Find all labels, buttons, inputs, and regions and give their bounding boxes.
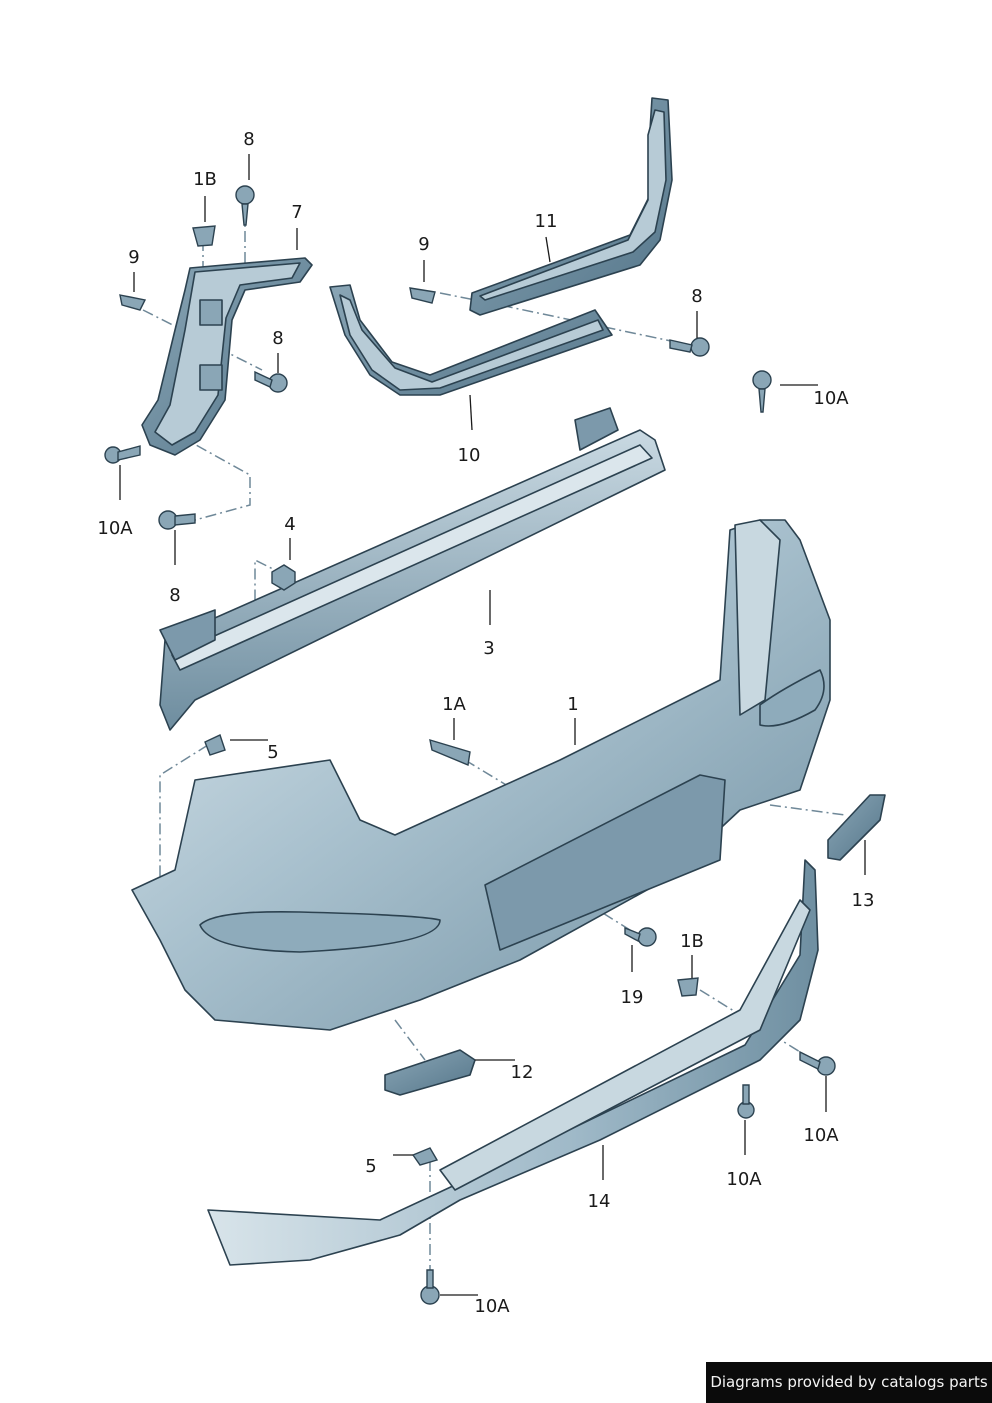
callout-10a: 10A xyxy=(726,1169,762,1190)
callout-8: 8 xyxy=(169,585,180,606)
leader-lines xyxy=(119,154,866,1296)
callout-11: 11 xyxy=(535,211,558,232)
part-13-right-trim xyxy=(827,794,886,861)
callout-7: 7 xyxy=(291,202,302,223)
callout-8: 8 xyxy=(243,129,254,150)
callout-10a: 10A xyxy=(803,1125,839,1146)
part-1-bumper-cover xyxy=(131,519,831,1031)
callout-labels: 1 1A 1B 1B 3 4 5 5 7 8 8 8 8 9 9 10 10A 10A 10A 10A 10A 11 12 1… xyxy=(97,129,874,1317)
callout-10: 10 xyxy=(458,445,481,466)
callout-4: 4 xyxy=(284,514,295,535)
callout-1: 1 xyxy=(567,694,578,715)
callout-19: 19 xyxy=(621,987,644,1008)
callout-8: 8 xyxy=(691,286,702,307)
callout-3: 3 xyxy=(483,638,494,659)
part-10-center-bracket xyxy=(329,284,613,396)
callout-10a: 10A xyxy=(474,1296,510,1317)
callout-5: 5 xyxy=(267,742,278,763)
part-7-left-bracket xyxy=(141,257,313,456)
fasteners xyxy=(104,185,836,1305)
callout-8: 8 xyxy=(272,328,283,349)
callout-1b: 1B xyxy=(193,169,217,190)
callout-9: 9 xyxy=(128,247,139,268)
callout-1b: 1B xyxy=(680,931,704,952)
part-11-right-upper-bracket xyxy=(469,97,673,316)
callout-10a: 10A xyxy=(813,388,849,409)
callout-10a: 10A xyxy=(97,518,133,539)
callout-9: 9 xyxy=(418,234,429,255)
part-12-left-trim xyxy=(384,1049,476,1096)
part-14-lower-spoiler xyxy=(207,859,819,1266)
part-3-bumper-beam xyxy=(159,407,666,731)
credit-banner: Diagrams provided by catalogs parts xyxy=(706,1362,992,1403)
callout-13: 13 xyxy=(852,890,875,911)
callout-5: 5 xyxy=(365,1156,376,1177)
callout-1a: 1A xyxy=(442,694,466,715)
callout-14: 14 xyxy=(588,1191,611,1212)
callout-12: 12 xyxy=(511,1062,534,1083)
